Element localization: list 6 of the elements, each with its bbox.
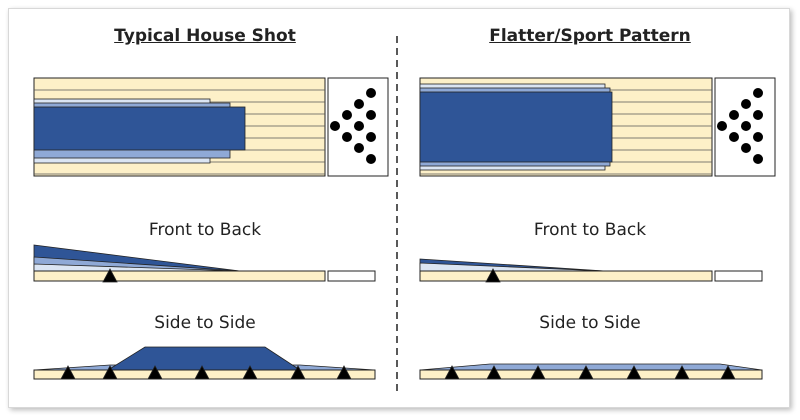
heading: Flatter/Sport Pattern [489,26,691,46]
view-label: Front to Back [534,220,646,240]
heading: Typical House Shot [114,26,296,46]
view-label: Side to Side [539,313,641,333]
view-label: Side to Side [154,313,256,333]
view-label: Front to Back [148,220,262,240]
